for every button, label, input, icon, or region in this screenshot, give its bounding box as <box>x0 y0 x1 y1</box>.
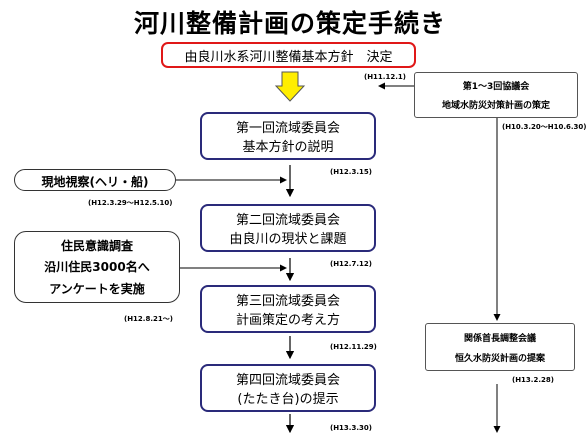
council-3-title: 第三回流域委員会 <box>235 294 340 309</box>
council-2-topic: 由良川の現状と課題 <box>229 232 347 247</box>
resident-survey-date: (H12.8.21〜) <box>124 315 173 323</box>
council-3-topic: 計画策定の考え方 <box>235 313 340 328</box>
resident-survey-line-2: 沿川住民3000名へ <box>44 260 150 275</box>
mayors-meeting-title: 関係首長調整会議 <box>463 333 536 344</box>
council-box-2: 第二回流域委員会 由良川の現状と課題 <box>200 204 376 252</box>
council-2-date: (H12.7.12) <box>330 260 372 268</box>
council-3-date: (H12.11.29) <box>330 343 377 351</box>
mayors-meeting-box: 関係首長調整会議 恒久水防災計画の提案 <box>425 323 575 371</box>
mayors-meeting-topic: 恒久水防災計画の提案 <box>454 353 545 364</box>
resident-survey-line-3: アンケートを実施 <box>49 281 145 296</box>
resident-survey-line-1: 住民意識調査 <box>60 239 133 254</box>
prefecture-council-box: 第1〜3回協議会 地域水防災対策計画の策定 <box>414 72 578 118</box>
field-survey-label: 現地視察(ヘリ・船) <box>41 175 149 189</box>
prefecture-council-title: 第1〜3回協議会 <box>462 82 530 92</box>
council-4-date: (H13.3.30) <box>330 424 372 432</box>
council-box-1: 第一回流域委員会 基本方針の説明 <box>200 112 376 160</box>
council-box-3: 第三回流域委員会 計画策定の考え方 <box>200 285 376 333</box>
page-title: 河川整備計画の策定手続き <box>133 9 446 38</box>
council-1-title: 第一回流域委員会 <box>235 121 340 136</box>
basic-policy-decision-label: 由良川水系河川整備基本方針 決定 <box>184 49 393 65</box>
council-1-date: (H12.3.15) <box>330 168 372 176</box>
field-survey-box: 現地視察(ヘリ・船) <box>14 169 176 191</box>
decision-to-council-arrow <box>274 71 306 102</box>
council-2-title: 第二回流域委員会 <box>235 213 340 228</box>
basic-policy-decision-box: 由良川水系河川整備基本方針 決定 <box>161 42 416 68</box>
basic-policy-decision-date: (H11.12.1) <box>364 73 406 81</box>
prefecture-council-date: (H10.3.20〜H10.6.30) <box>502 123 586 131</box>
mayors-meeting-date: (H13.2.28) <box>512 376 554 384</box>
council-4-title: 第四回流域委員会 <box>235 373 340 388</box>
field-survey-date: (H12.3.29〜H12.5.10) <box>88 199 173 207</box>
council-box-4: 第四回流域委員会 (たたき台)の提示 <box>200 364 376 412</box>
council-1-topic: 基本方針の説明 <box>242 140 334 155</box>
prefecture-council-topic: 地域水防災対策計画の策定 <box>441 101 550 111</box>
council-4-topic: (たたき台)の提示 <box>237 392 339 407</box>
resident-survey-box: 住民意識調査 沿川住民3000名へ アンケートを実施 <box>14 231 180 303</box>
